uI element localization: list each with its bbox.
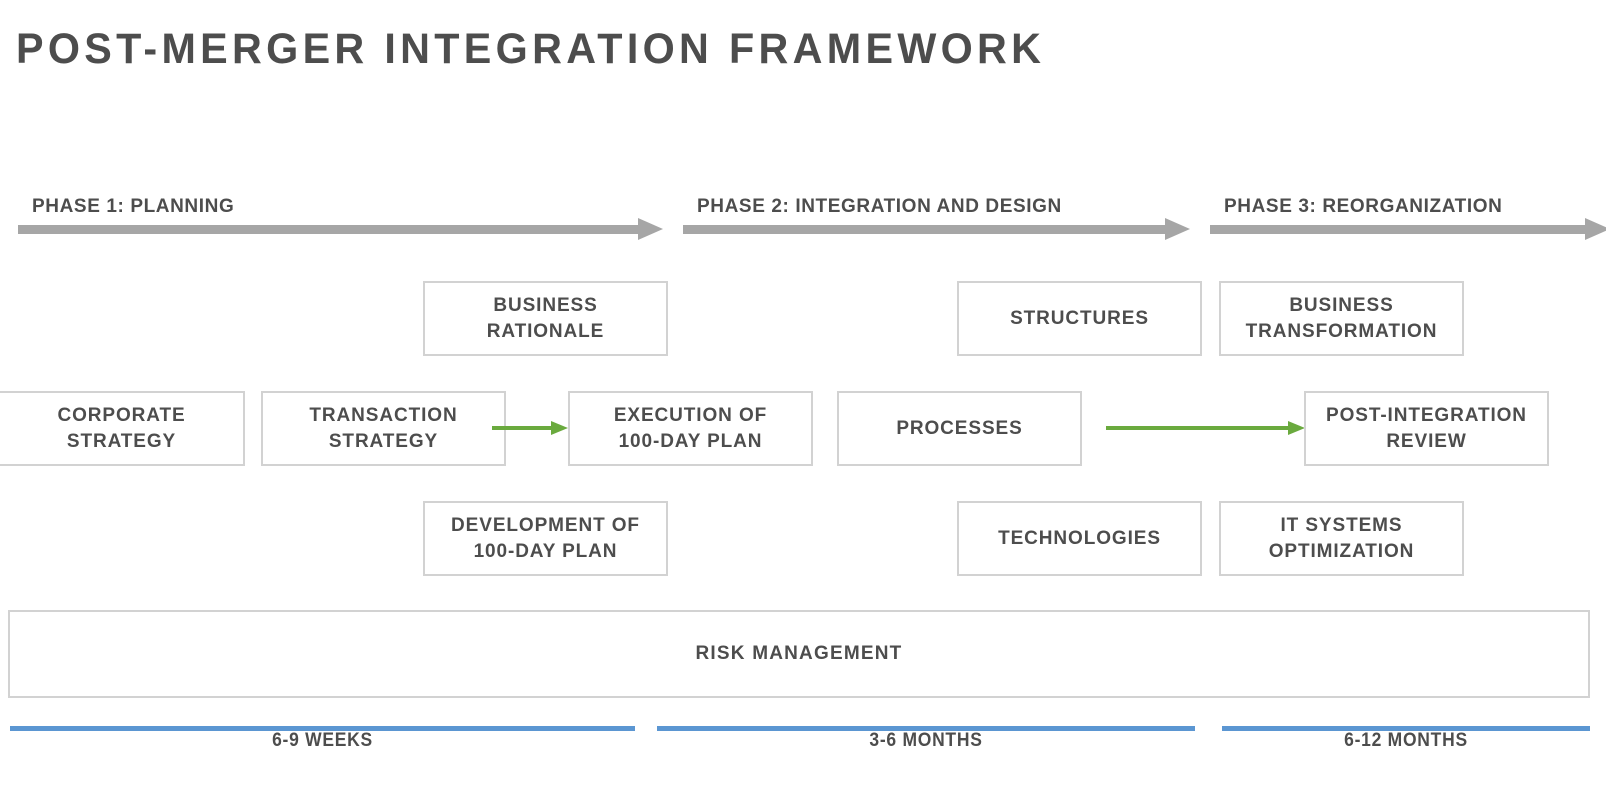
box-business-rationale-line2: RATIONALE [486,320,605,342]
phase-header-3: PHASE 3: REORGANIZATION [1210,185,1606,240]
duration-label-3: 6-12 MONTHS [1344,730,1468,751]
box-risk-management-label: RISK MANAGEMENT [695,643,903,664]
box-transaction-strategy[interactable]: TRANSACTION STRATEGY [261,391,506,466]
box-corporate-strategy[interactable]: CORPORATE STRATEGY [0,391,245,466]
duration-label-2: 3-6 MONTHS [869,730,983,751]
phase-1-arrow-icon [18,218,663,240]
phase-header-1: PHASE 1: PLANNING [18,185,663,240]
box-it-systems-line2: OPTIMIZATION [1268,540,1415,562]
connector-arrow-icon-1 [492,421,568,435]
phase-3-label: PHASE 3: REORGANIZATION [1224,196,1503,217]
box-execution-line2: 100-DAY PLAN [618,430,763,452]
box-transaction-strategy-line1: TRANSACTION [309,404,458,426]
box-technologies[interactable]: TECHNOLOGIES [957,501,1202,576]
box-processes[interactable]: PROCESSES [837,391,1082,466]
box-execution-100-day-plan[interactable]: EXECUTION OF 100-DAY PLAN [568,391,813,466]
box-risk-management[interactable]: RISK MANAGEMENT [8,610,1590,698]
box-post-integration-review-line1: POST-INTEGRATION [1326,404,1527,426]
box-transaction-strategy-line2: STRATEGY [328,430,439,452]
box-execution-line1: EXECUTION OF [613,404,768,426]
duration-rule-3 [1222,726,1590,731]
box-business-transformation-line1: BUSINESS [1289,294,1394,316]
duration-rule-1 [10,726,635,731]
box-business-transformation-line2: TRANSFORMATION [1245,320,1438,342]
box-corporate-strategy-line2: STRATEGY [66,430,177,452]
box-development-line2: 100-DAY PLAN [473,540,618,562]
box-business-rationale[interactable]: BUSINESS RATIONALE [423,281,668,356]
phase-3-arrow-icon [1210,218,1606,240]
phase-header-2: PHASE 2: INTEGRATION AND DESIGN [683,185,1190,240]
box-development-line1: DEVELOPMENT OF [451,514,640,536]
box-structures-label: STRUCTURES [1010,307,1149,329]
phase-2-label: PHASE 2: INTEGRATION AND DESIGN [697,196,1062,217]
box-it-systems-line1: IT SYSTEMS [1280,514,1403,536]
box-post-integration-review-line2: REVIEW [1386,430,1467,452]
box-corporate-strategy-line1: CORPORATE [57,404,186,426]
box-business-rationale-line1: BUSINESS [493,294,598,316]
box-post-integration-review[interactable]: POST-INTEGRATION REVIEW [1304,391,1549,466]
box-business-transformation[interactable]: BUSINESS TRANSFORMATION [1219,281,1464,356]
box-development-100-day-plan[interactable]: DEVELOPMENT OF 100-DAY PLAN [423,501,668,576]
connector-arrow-icon-2 [1106,421,1305,435]
box-structures[interactable]: STRUCTURES [957,281,1202,356]
duration-label-1: 6-9 WEEKS [272,730,373,751]
box-technologies-label: TECHNOLOGIES [998,527,1161,549]
phase-1-label: PHASE 1: PLANNING [32,196,235,217]
box-it-systems-optimization[interactable]: IT SYSTEMS OPTIMIZATION [1219,501,1464,576]
page-title: POST-MERGER INTEGRATION FRAMEWORK [16,25,1046,73]
box-processes-label: PROCESSES [896,417,1023,439]
duration-rule-2 [657,726,1195,731]
phase-2-arrow-icon [683,218,1190,240]
